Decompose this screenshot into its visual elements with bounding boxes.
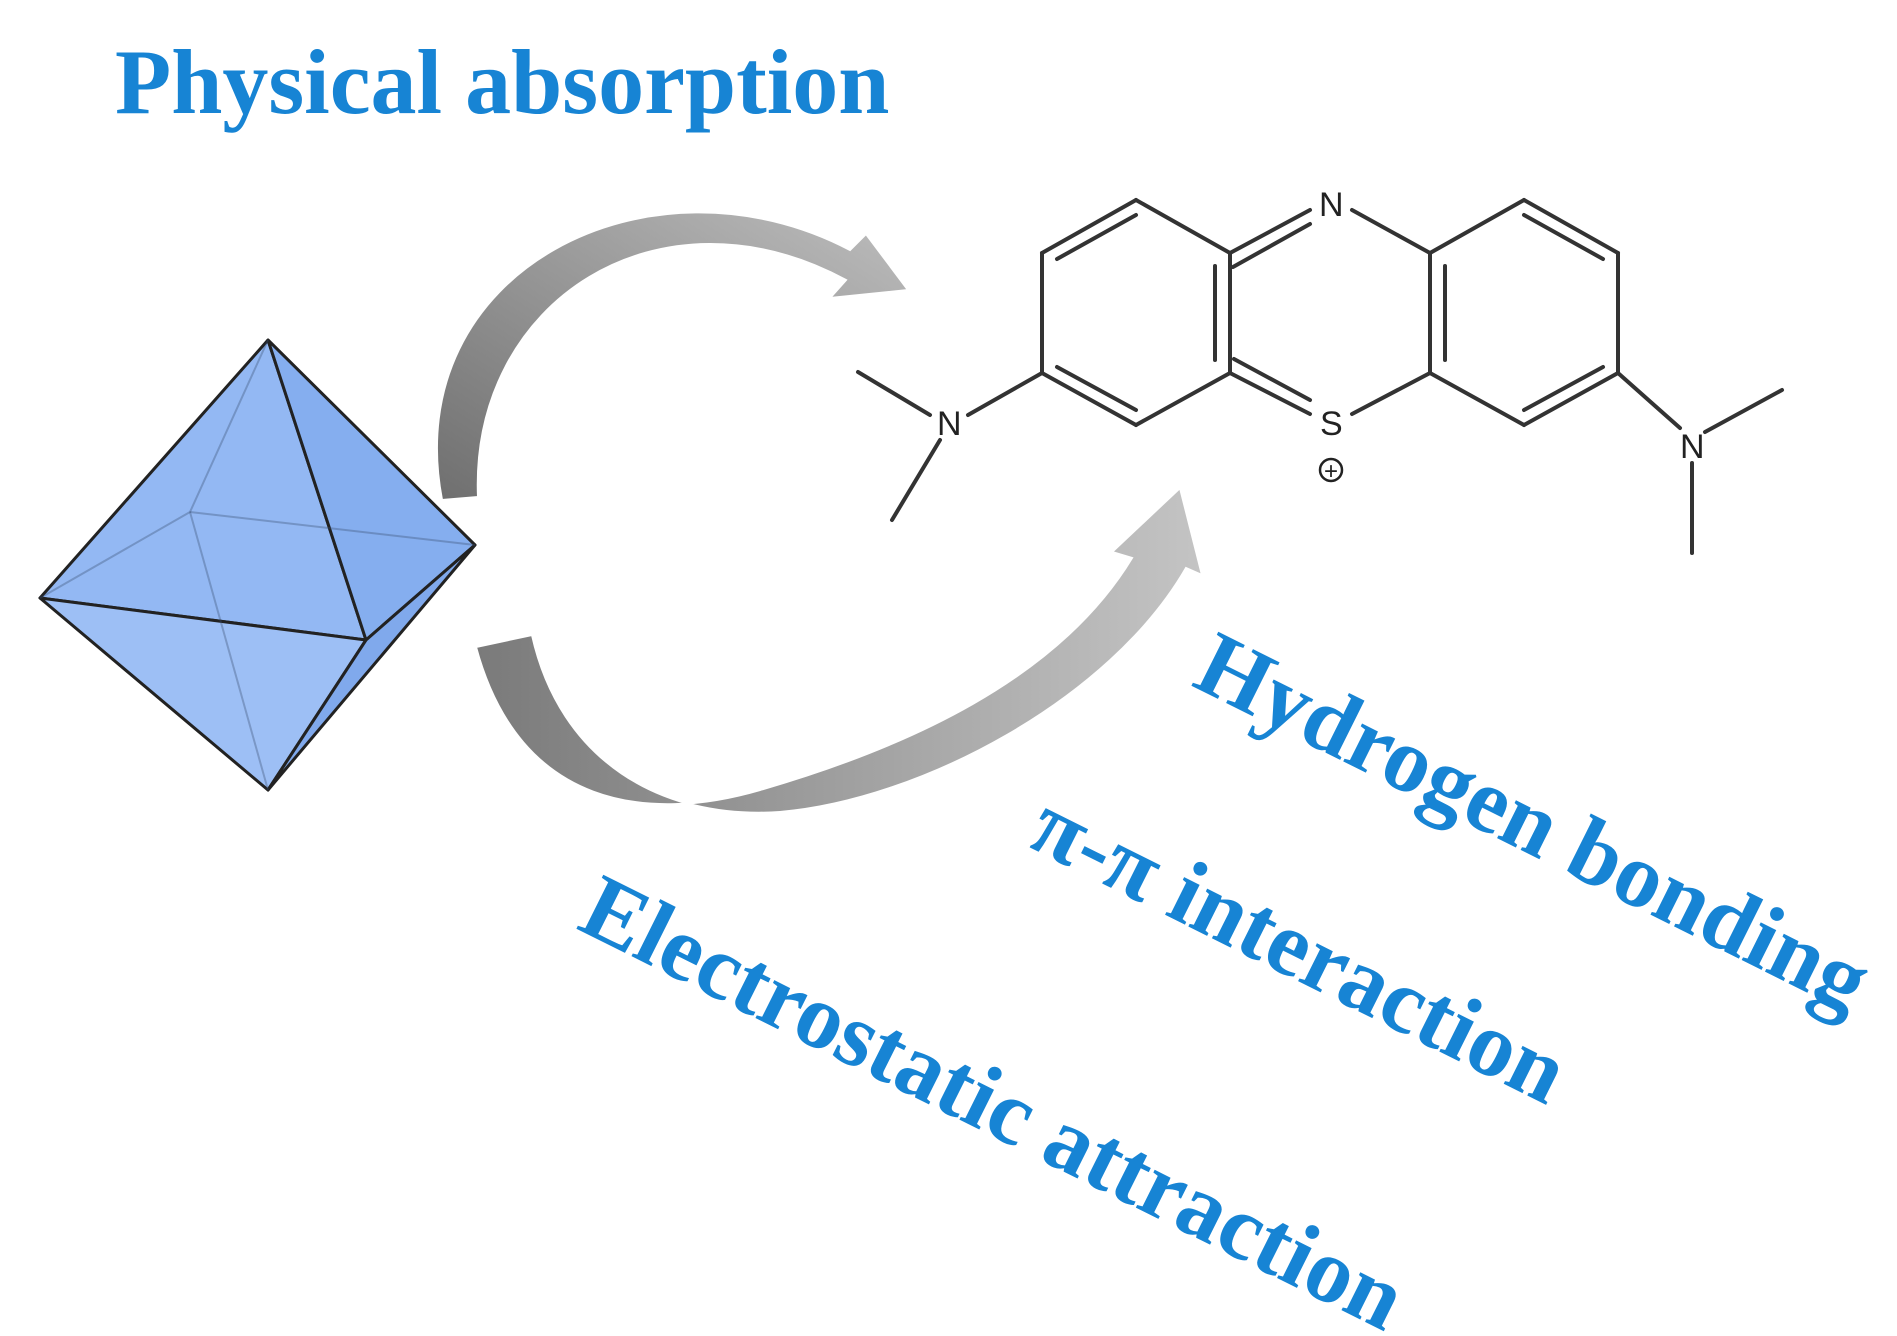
right-benzene-ring [1428,198,1620,427]
curved-arrow-icon [474,486,1204,814]
left-benzene-ring [1040,198,1232,427]
positive-charge-icon: + [1318,457,1344,485]
right-amine-nitrogen-label: N [1680,428,1705,466]
curved-arrow-icon [435,211,910,502]
label-physical-absorption: Physical absorption [115,31,889,133]
left-amine-nitrogen-label: N [937,405,962,443]
octahedron-icon [38,338,477,792]
left-dimethylamino-group [856,370,1044,522]
sulfur-label: S [1320,405,1343,443]
charge-label: + [1324,458,1338,485]
right-dimethylamino-group [1616,371,1784,555]
ring-nitrogen-label: N [1319,186,1344,224]
methylene-blue-structure: N S + N N [856,186,1784,555]
central-ring [1228,208,1432,416]
